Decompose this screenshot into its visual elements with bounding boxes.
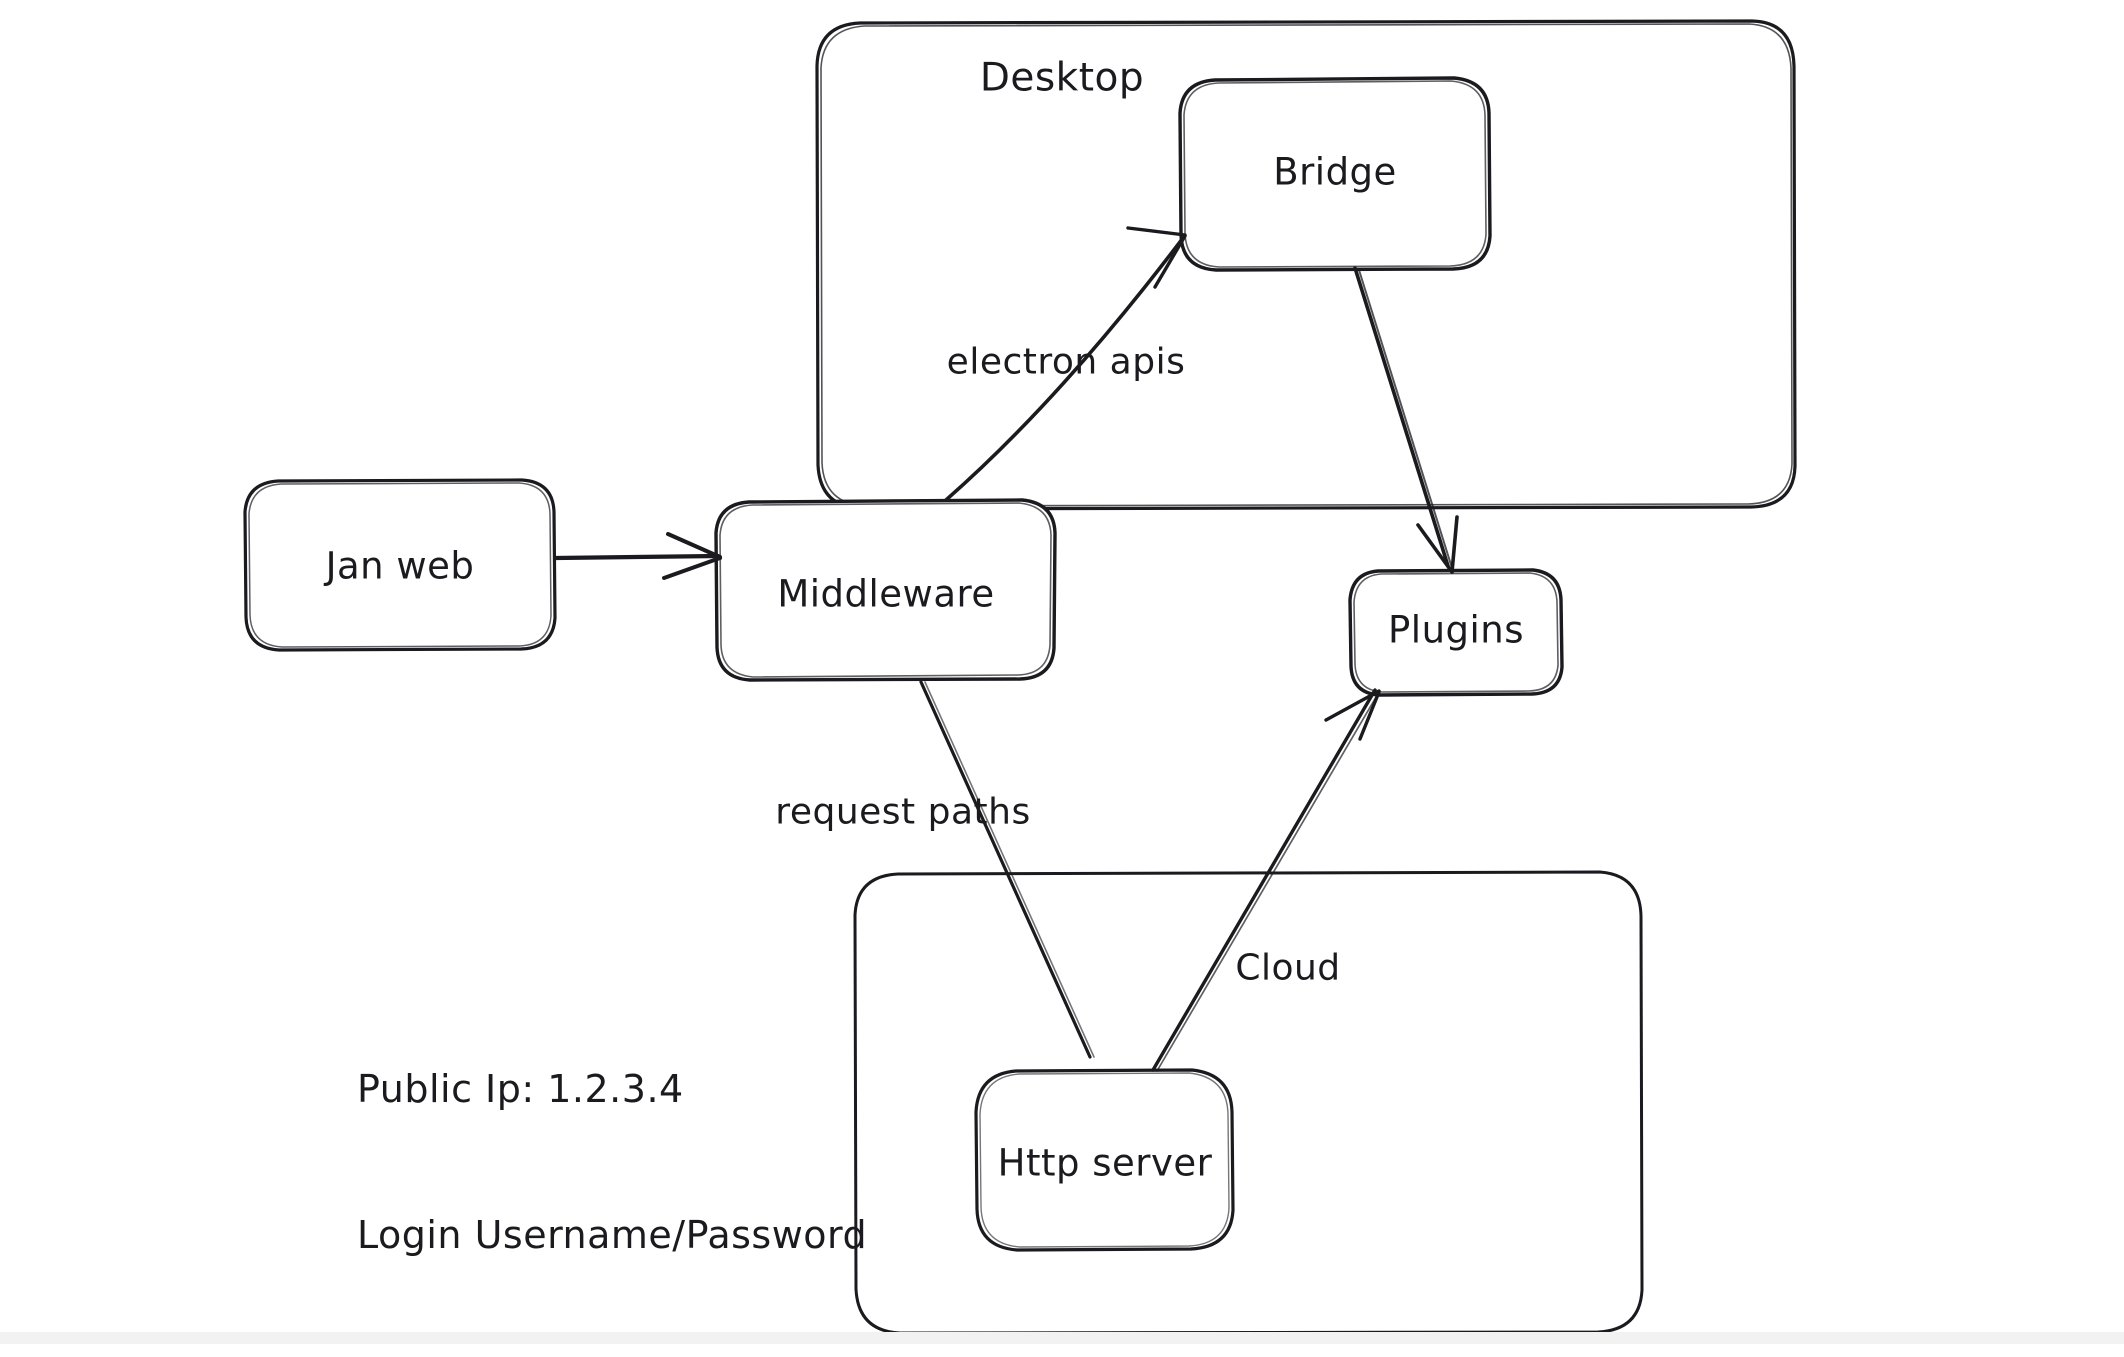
group-cloud bbox=[853, 870, 1644, 1335]
desktop-container-outline bbox=[815, 19, 1797, 511]
edge-middleware-to-bridge bbox=[944, 226, 1187, 502]
janweb-to-middleware-arrowhead-lower bbox=[662, 556, 722, 580]
middleware-box-outline bbox=[714, 498, 1057, 682]
http-server-box-outline bbox=[974, 1068, 1235, 1252]
middleware-to-bridge-line bbox=[944, 236, 1185, 502]
jan-web-box-outline bbox=[243, 478, 557, 652]
desktop-container-outline-secondary bbox=[820, 23, 1793, 507]
edge-bridge-to-plugins bbox=[1353, 266, 1459, 574]
middleware-box-outline-secondary bbox=[719, 502, 1052, 678]
plugins-box-outline bbox=[1348, 568, 1564, 697]
janweb-to-middleware-arrowhead-upper bbox=[666, 532, 722, 559]
bridge-to-plugins-line bbox=[1353, 266, 1450, 568]
middleware-to-httpserver-line bbox=[919, 680, 1092, 1059]
node-jan-web[interactable] bbox=[243, 478, 557, 652]
http-server-box-outline-secondary bbox=[979, 1072, 1230, 1248]
bridge-box-outline bbox=[1178, 76, 1492, 272]
bridge-box-outline-secondary bbox=[1183, 80, 1487, 268]
node-middleware[interactable] bbox=[714, 498, 1057, 682]
node-plugins[interactable] bbox=[1348, 568, 1564, 697]
node-bridge[interactable] bbox=[1178, 76, 1492, 272]
cloud-container-outline bbox=[853, 870, 1644, 1335]
bridge-to-plugins-arrowhead-right bbox=[1450, 515, 1459, 574]
middleware-to-bridge-arrowhead-upper bbox=[1126, 226, 1187, 237]
httpserver-to-plugins-line bbox=[1151, 688, 1377, 1072]
httpserver-to-plugins-arrowhead-lower bbox=[1324, 689, 1381, 722]
edge-janweb-to-middleware bbox=[553, 532, 722, 580]
bottom-edge-strip bbox=[0, 1332, 2124, 1344]
httpserver-to-plugins-arrowhead-inner bbox=[1358, 690, 1381, 741]
janweb-to-middleware-line bbox=[553, 553, 721, 561]
jan-web-box-outline-secondary bbox=[248, 482, 552, 648]
middleware-to-httpserver-line-secondary bbox=[924, 681, 1095, 1058]
bridge-to-plugins-line-secondary bbox=[1358, 269, 1453, 569]
plugins-box-outline-secondary bbox=[1353, 572, 1559, 693]
bridge-to-plugins-arrowhead-left bbox=[1416, 523, 1454, 574]
middleware-to-bridge-arrowhead-lower bbox=[1153, 234, 1187, 289]
edge-httpserver-to-plugins bbox=[1151, 688, 1381, 1072]
group-desktop bbox=[815, 19, 1797, 511]
edge-middleware-to-httpserver bbox=[919, 680, 1095, 1059]
node-http-server[interactable] bbox=[974, 1068, 1235, 1252]
httpserver-to-plugins-line-secondary bbox=[1156, 691, 1380, 1072]
